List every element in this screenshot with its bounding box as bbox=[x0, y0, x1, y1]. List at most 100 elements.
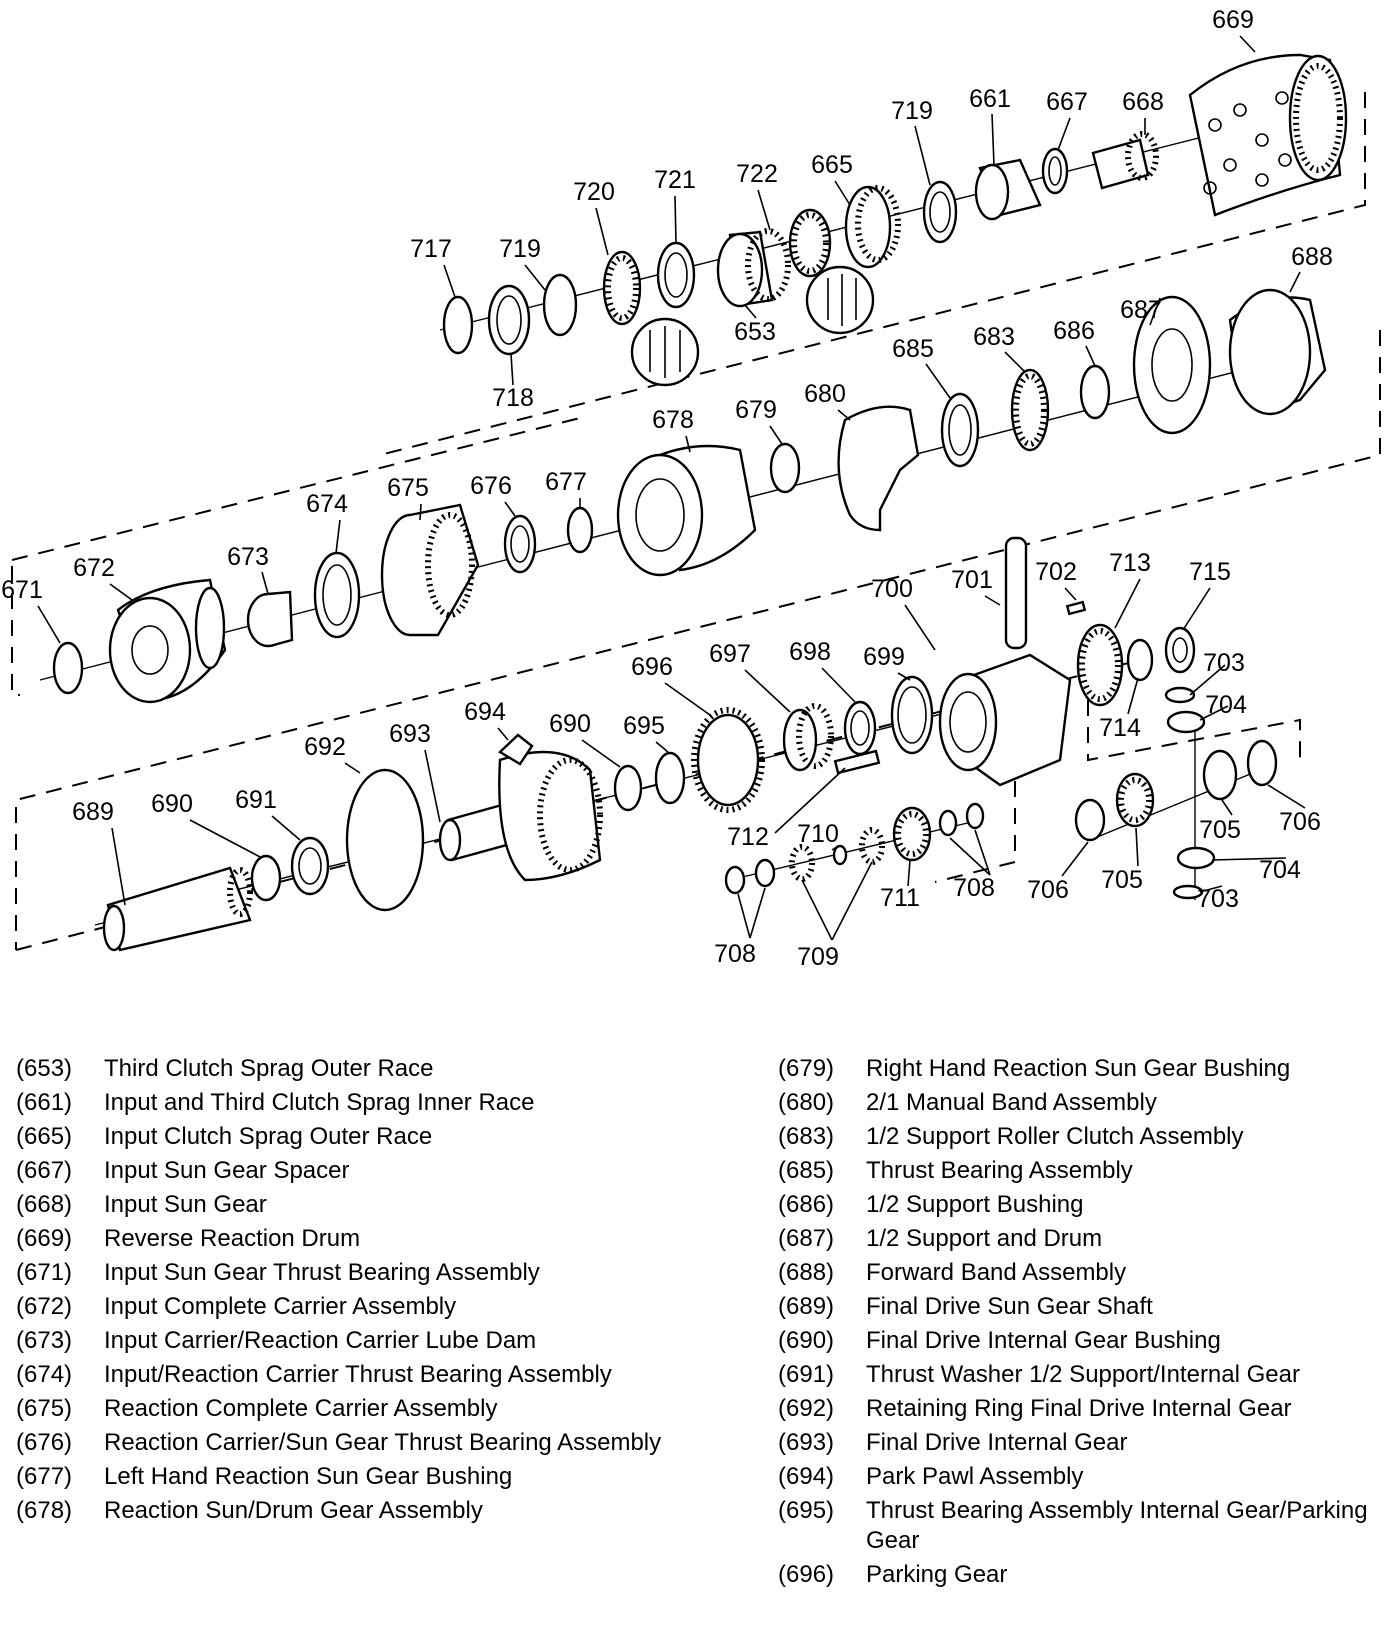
legend-part-description: Reverse Reaction Drum bbox=[104, 1225, 361, 1252]
legend-entry: (690)Final Drive Internal Gear Bushing bbox=[778, 1324, 1378, 1358]
legend-part-number: (695) bbox=[778, 1497, 835, 1524]
legend-entry: (669) Reverse Reaction Drum bbox=[16, 1222, 706, 1256]
legend-entry: (675)Reaction Complete Carrier Assembly bbox=[16, 1392, 706, 1426]
callout-669: 669 bbox=[1212, 6, 1254, 34]
legend-part-description: Thrust Washer 1/2 Support/Internal Gear bbox=[866, 1361, 1300, 1388]
callout-694: 694 bbox=[464, 698, 506, 726]
legend-entry: (696) Parking Gear bbox=[778, 1558, 1378, 1592]
legend-part-description: Final Drive Internal Gear bbox=[866, 1429, 1128, 1456]
callout-704: 704 bbox=[1205, 691, 1247, 719]
legend-part-number: (673) bbox=[16, 1327, 73, 1354]
callout-710: 710 bbox=[797, 820, 839, 848]
legend-part-description: 1/2 Support and Drum bbox=[866, 1225, 1103, 1252]
callout-672: 672 bbox=[73, 554, 115, 582]
callout-680: 680 bbox=[804, 380, 846, 408]
callout-695: 695 bbox=[623, 712, 665, 740]
legend-part-number: (672) bbox=[16, 1293, 73, 1320]
bottom-row-parts bbox=[102, 536, 1278, 952]
callout-653: 653 bbox=[734, 318, 776, 346]
legend-entry: (685)Thrust Bearing Assembly bbox=[778, 1154, 1378, 1188]
callout-671: 671 bbox=[1, 576, 43, 604]
legend-part-number: (678) bbox=[16, 1497, 73, 1524]
callout-667: 667 bbox=[1046, 88, 1088, 116]
callout-673: 673 bbox=[227, 543, 269, 571]
callout-703: 703 bbox=[1203, 649, 1245, 677]
callout-689: 689 bbox=[72, 798, 114, 826]
callout-693: 693 bbox=[389, 720, 431, 748]
callout-697: 697 bbox=[709, 640, 751, 668]
legend-part-description: Input Sun Gear Thrust Bearing Assembly bbox=[104, 1259, 540, 1286]
legend-entry: (686)1/2 Support Bushing bbox=[778, 1188, 1378, 1222]
callout-702: 702 bbox=[1035, 558, 1077, 586]
callout-718: 718 bbox=[492, 384, 534, 412]
callout-699: 699 bbox=[863, 643, 905, 671]
legend-part-number: (688) bbox=[778, 1259, 835, 1286]
legend-entry: (674) Input/Reaction Carrier Thrust Beari… bbox=[16, 1358, 706, 1392]
legend-part-number: (669) bbox=[16, 1225, 73, 1252]
legend-part-number: (694) bbox=[778, 1463, 835, 1490]
legend-part-number: (661) bbox=[16, 1089, 73, 1116]
legend-part-number: (674) bbox=[16, 1361, 73, 1388]
callout-698: 698 bbox=[789, 638, 831, 666]
callout-691: 691 bbox=[235, 786, 277, 814]
callout-719: 719 bbox=[891, 97, 933, 125]
legend-entry: (687)1/2 Support and Drum bbox=[778, 1222, 1378, 1256]
callout-721: 721 bbox=[654, 166, 696, 194]
legend-part-number: (690) bbox=[778, 1327, 835, 1354]
callout-708: 708 bbox=[953, 874, 995, 902]
legend-part-description: Reaction Complete Carrier Assembly bbox=[104, 1395, 498, 1422]
callout-703: 703 bbox=[1197, 885, 1239, 913]
legend-entry: (679) Right Hand Reaction Sun Gear Bushin… bbox=[778, 1052, 1378, 1086]
legend-part-description: Park Pawl Assembly bbox=[866, 1463, 1084, 1490]
legend-entry: (689) Final Drive Sun Gear Shaft bbox=[778, 1290, 1378, 1324]
legend-part-number: (679) bbox=[778, 1055, 835, 1082]
legend-part-description: 1/2 Support Bushing bbox=[866, 1191, 1084, 1218]
legend-part-number: (667) bbox=[16, 1157, 73, 1184]
legend-left-column: (653)Third Clutch Sprag Outer Race(661)I… bbox=[16, 1052, 706, 1528]
callout-712: 712 bbox=[727, 823, 769, 851]
callout-665: 665 bbox=[811, 151, 853, 179]
callout-674: 674 bbox=[306, 490, 348, 518]
legend-part-number: (665) bbox=[16, 1123, 73, 1150]
legend-part-number: (696) bbox=[778, 1561, 835, 1588]
callout-676: 676 bbox=[470, 472, 512, 500]
callout-661: 661 bbox=[969, 85, 1011, 113]
legend-entry: (677)Left Hand Reaction Sun Gear Bushing bbox=[16, 1460, 706, 1494]
legend-entry: (661)Input and Third Clutch Sprag Inner … bbox=[16, 1086, 706, 1120]
callout-690: 690 bbox=[151, 790, 193, 818]
legend-part-description: Right Hand Reaction Sun Gear Bushing bbox=[866, 1055, 1291, 1082]
legend-entry: (672)Input Complete Carrier Assembly bbox=[16, 1290, 706, 1324]
callout-706: 706 bbox=[1279, 808, 1321, 836]
legend-entry: (694) Park Pawl Assembly bbox=[778, 1460, 1378, 1494]
callout-692: 692 bbox=[304, 733, 346, 761]
callout-717: 717 bbox=[410, 235, 452, 263]
callout-719: 719 bbox=[499, 235, 541, 263]
callout-705: 705 bbox=[1101, 866, 1143, 894]
callout-715: 715 bbox=[1189, 558, 1231, 586]
callout-685: 685 bbox=[892, 335, 934, 363]
legend-part-description: Input Sun Gear bbox=[104, 1191, 267, 1218]
legend-part-description: 2/1 Manual Band Assembly bbox=[866, 1089, 1157, 1116]
legend-entry: (691) Thrust Washer 1/2 Support/Internal … bbox=[778, 1358, 1378, 1392]
legend-entry: (673)Input Carrier/Reaction Carrier Lube… bbox=[16, 1324, 706, 1358]
legend-part-description: Final Drive Sun Gear Shaft bbox=[866, 1293, 1153, 1320]
middle-row-parts bbox=[52, 288, 1327, 704]
callout-720: 720 bbox=[573, 178, 615, 206]
legend-part-description: Input Sun Gear Spacer bbox=[104, 1157, 350, 1184]
legend-entry: (653)Third Clutch Sprag Outer Race bbox=[16, 1052, 706, 1086]
legend-part-description: Input/Reaction Carrier Thrust Bearing As… bbox=[104, 1361, 612, 1388]
callout-714: 714 bbox=[1099, 714, 1141, 742]
legend-part-description: Thrust Bearing Assembly bbox=[866, 1157, 1133, 1184]
legend-part-description: Parking Gear bbox=[866, 1561, 1008, 1588]
legend-part-number: (680) bbox=[778, 1089, 835, 1116]
callout-677: 677 bbox=[545, 468, 587, 496]
callout-679: 679 bbox=[735, 396, 777, 424]
legend-part-number: (689) bbox=[778, 1293, 835, 1320]
callout-683: 683 bbox=[973, 323, 1015, 351]
callout-708: 708 bbox=[714, 940, 756, 968]
legend-entry: (695)Thrust Bearing Assembly Internal Ge… bbox=[778, 1494, 1378, 1558]
legend-entry: (676)Reaction Carrier/Sun Gear Thrust Be… bbox=[16, 1426, 706, 1460]
legend-part-number: (691) bbox=[778, 1361, 835, 1388]
callout-668: 668 bbox=[1122, 88, 1164, 116]
